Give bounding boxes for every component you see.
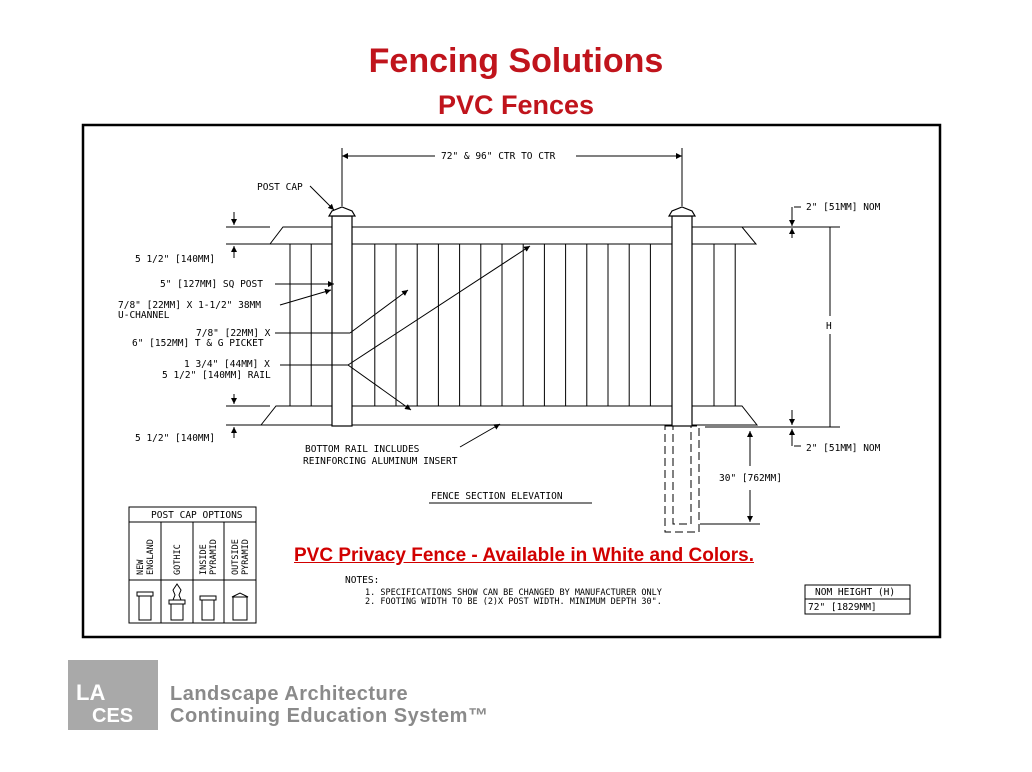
note-2: 2. FOOTING WIDTH TO BE (2)X POST WIDTH. … [365, 597, 662, 607]
cap-option-label: INSIDE [199, 544, 209, 575]
height-label: H [826, 321, 832, 332]
bottom-rail-label-1: BOTTOM RAIL INCLUDES [305, 444, 420, 455]
fence-panel [259, 226, 759, 426]
spacing-label: 72" & 96" CTR TO CTR [441, 151, 556, 162]
cap-option-label: GOTHIC [173, 544, 183, 575]
uchannel-label-1: 7/8" [22MM] X 1-1/2" 38MM [118, 300, 261, 311]
rail-bottom-label: 5 1/2" [140MM] [135, 433, 215, 444]
rail-label-2: 5 1/2" [140MM] RAIL [162, 370, 271, 381]
slide-subtitle: PVC Fences [437, 90, 595, 120]
logo-line-1: Landscape Architecture [170, 683, 409, 705]
nom-height-table [804, 584, 911, 615]
rail-top-label: 5 1/2" [140MM] [135, 254, 215, 265]
slide-title: Fencing Solutions [368, 42, 664, 80]
section-title: FENCE SECTION ELEVATION [431, 491, 563, 502]
outside-pyramid-cap-icon [231, 592, 249, 621]
cap-option-label: PYRAMID [209, 539, 219, 575]
top-gap-label: 2" [51MM] NOM [806, 202, 881, 213]
notes-title: NOTES: [345, 575, 379, 586]
fence-posts [327, 206, 697, 427]
picket-label-1: 7/8" [22MM] X [196, 328, 271, 339]
laces-logo: LA CES [68, 660, 158, 730]
drawing-frame [81, 123, 942, 639]
inside-pyramid-cap-icon [199, 595, 217, 621]
footing-depth-label: 30" [762MM] [719, 473, 782, 484]
post-cap-options-title: POST CAP OPTIONS [151, 510, 243, 521]
uchannel-label-2: U-CHANNEL [118, 310, 170, 321]
footing [664, 425, 700, 533]
note-1: 1. SPECIFICATIONS SHOW CAN BE CHANGED BY… [365, 588, 662, 598]
sq-post-label: 5" [127MM] SQ POST [160, 279, 263, 290]
bottom-gap-label: 2" [51MM] NOM [806, 443, 881, 454]
rail-label-1: 1 3/4" [44MM] X [184, 359, 270, 370]
new-england-cap-icon [136, 591, 154, 621]
cap-option-label: NEW [136, 559, 146, 575]
logo-line-2: Continuing Education System™ [170, 705, 489, 727]
post-cap-options-table [128, 506, 257, 624]
logo-mark-2: CES [92, 705, 133, 727]
cap-option-label: ENGLAND [146, 539, 156, 575]
cap-option-label: PYRAMID [241, 539, 251, 575]
nom-height-value: 72" [1829MM] [808, 602, 877, 613]
cap-option-label: OUTSIDE [231, 539, 241, 575]
bottom-rail-label-2: REINFORCING ALUMINUM INSERT [303, 456, 458, 467]
fence-caption: PVC Privacy Fence - Available in White a… [294, 545, 754, 566]
nom-height-header: NOM HEIGHT (H) [815, 587, 895, 598]
gothic-cap-icon [168, 583, 186, 621]
post-cap-label: POST CAP [257, 182, 303, 193]
logo-mark-1: LA [76, 680, 105, 705]
picket-label-2: 6" [152MM] T & G PICKET [132, 338, 264, 349]
